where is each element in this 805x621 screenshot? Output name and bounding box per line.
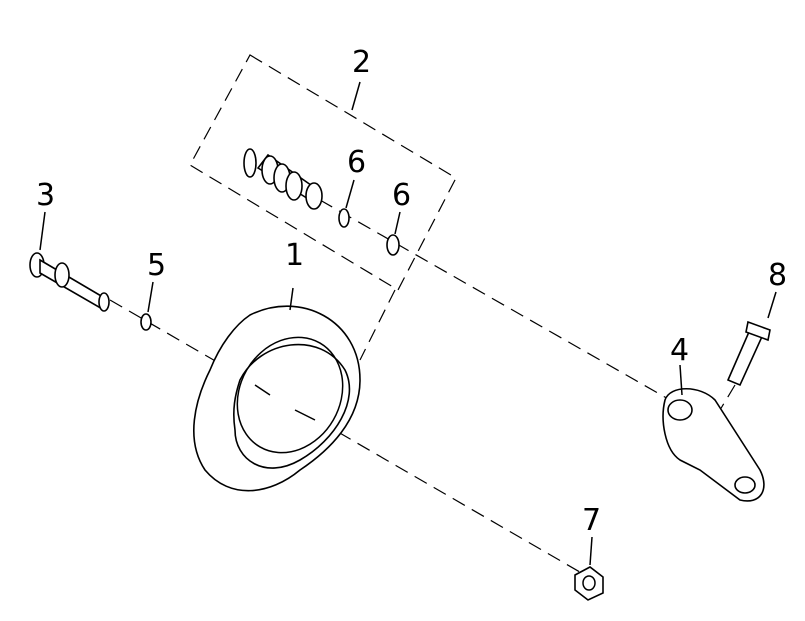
callout-4: 4 [670,333,689,368]
callout-2: 2 [352,45,371,80]
callout-7: 7 [582,503,601,538]
axis-cam [319,199,671,401]
nut [574,566,604,601]
o-ring-5 [140,313,152,331]
leader-1 [289,287,294,311]
leader-8 [767,291,777,319]
callout-3: 3 [36,178,55,213]
callout-6b: 6 [392,178,411,213]
leader-6a [345,179,355,209]
kit-2-boundary [189,54,457,291]
axis-kit [359,289,396,361]
axis-bolt [719,384,736,411]
leader-6b [394,211,401,235]
axis-pivot [109,299,586,576]
callout-1: 1 [285,238,304,273]
leader-3 [39,211,46,251]
callout-6a: 6 [347,145,366,180]
brake-arm [662,388,765,502]
bolt [726,320,771,387]
callout-5: 5 [147,248,166,283]
brake-shoe-assembly [193,305,361,492]
o-ring-6a [338,208,350,228]
leader-5 [147,281,154,313]
o-ring-6b [386,234,400,256]
pivot-pin [29,252,110,312]
leader-2 [351,81,361,111]
camshaft [243,148,323,210]
leader-4 [679,364,683,396]
leader-7 [589,536,593,566]
callout-8: 8 [768,258,787,293]
